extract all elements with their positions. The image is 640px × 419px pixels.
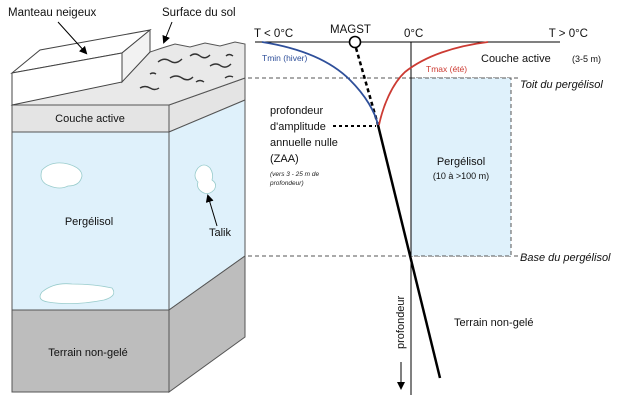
- zaa-line-4: (ZAA): [270, 153, 299, 165]
- permafrost-top-label: Toit du pergélisol: [520, 79, 603, 91]
- talik-pocket: [194, 164, 216, 194]
- temperature-profile-line: [376, 124, 442, 379]
- zaa-note-2: profondeur): [269, 180, 304, 187]
- block-permafrost-label: Pergélisol: [65, 216, 113, 228]
- block-unfrozen-label: Terrain non-gelé: [48, 347, 128, 359]
- snow-pointer: [57, 21, 88, 55]
- tmax-curve: [378, 41, 489, 126]
- block-active-layer-label: Couche active: [55, 113, 125, 125]
- t-positive-label: T > 0°C: [549, 28, 588, 40]
- snow-label: Manteau neigeux: [8, 7, 96, 19]
- front-active-layer: [11, 104, 170, 133]
- profile-active-layer-label: Couche active: [481, 53, 551, 65]
- depth-axis-label: profondeur: [395, 295, 407, 349]
- t-negative-label: T < 0°C: [254, 28, 293, 40]
- block-talik-label: Talik: [209, 227, 232, 239]
- profile-permafrost-label: Pergélisol: [437, 156, 485, 168]
- ice-lens: [39, 283, 115, 304]
- soil-block: [10, 28, 246, 393]
- side-unfrozen: [168, 255, 246, 393]
- zaa-line-2: d'amplitude: [270, 121, 326, 133]
- permafrost-base-label: Base du pergélisol: [520, 252, 611, 264]
- zaa-line-3: annuelle nulle: [270, 137, 338, 149]
- magst-label: MAGST: [330, 24, 371, 36]
- talik-pointer: [205, 194, 218, 227]
- front-unfrozen: [11, 309, 170, 393]
- ice-lens: [40, 162, 83, 189]
- zaa-line-1: profondeur: [270, 105, 324, 117]
- profile-unfrozen-label: Terrain non-gelé: [454, 317, 534, 329]
- permafrost-thickness: (10 à >100 m): [433, 171, 489, 181]
- active-layer-depth: (3-5 m): [572, 54, 601, 64]
- zaa-note-1: (vers 3 - 25 m de: [270, 171, 320, 178]
- surface-pointer: [162, 21, 173, 44]
- surface-texture: [139, 53, 234, 91]
- magst-point: [348, 35, 362, 49]
- tmin-label: Tmin (hiver): [262, 53, 308, 63]
- permafrost-zone: [410, 77, 512, 257]
- front-permafrost: [11, 131, 170, 311]
- tmin-curve: [261, 41, 379, 126]
- snow-side: [121, 28, 151, 84]
- surface-label: Surface du sol: [162, 7, 236, 19]
- tmax-label: Tmax (été): [426, 64, 467, 74]
- zero-label: 0°C: [404, 28, 423, 40]
